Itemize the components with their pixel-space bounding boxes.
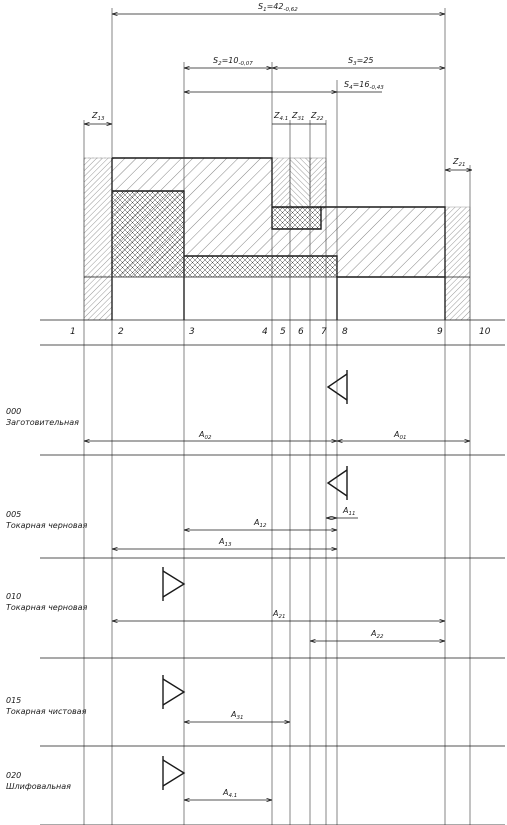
datum-symbol-000 xyxy=(326,370,348,404)
svg-text:A21: A21 xyxy=(272,609,285,620)
svg-text:005: 005 xyxy=(6,510,21,519)
part-body xyxy=(112,158,445,277)
svg-text:020: 020 xyxy=(6,771,21,780)
svg-text:Z4.1: Z4.1 xyxy=(273,111,288,122)
svg-text:A12: A12 xyxy=(253,518,267,529)
svg-text:Z13: Z13 xyxy=(91,111,105,122)
svg-text:S2=10-0,07: S2=10-0,07 xyxy=(213,56,253,67)
surface-number: 9 xyxy=(437,327,443,337)
dim-a01: A01 xyxy=(337,430,470,441)
svg-text:A01: A01 xyxy=(393,430,406,441)
dim-a12: A12 xyxy=(184,518,337,530)
operation-000: 000 Заготовительная xyxy=(6,407,79,427)
operation-020: 020 Шлифовальная xyxy=(6,771,71,791)
dim-a21: A21 xyxy=(112,609,445,621)
svg-text:Z31: Z31 xyxy=(291,111,304,122)
size-s4: S4=16-0,43 xyxy=(184,80,384,92)
svg-text:010: 010 xyxy=(6,592,21,601)
svg-text:S3=25: S3=25 xyxy=(348,56,373,67)
surface-number: 1 xyxy=(70,327,76,337)
dim-a22: A22 xyxy=(310,629,445,641)
allowance-z31: Z31 xyxy=(290,111,310,125)
operation-010: 010 Токарная черновая xyxy=(6,592,88,612)
dim-a41: A4.1 xyxy=(184,788,272,800)
dim-a11: A11 xyxy=(326,506,358,518)
svg-text:S1=42-0,62: S1=42-0,62 xyxy=(258,2,298,13)
svg-text:Токарная черновая: Токарная черновая xyxy=(6,603,88,612)
svg-text:015: 015 xyxy=(6,696,21,705)
datum-symbol-015 xyxy=(162,675,186,709)
allowance-z13: Z13 xyxy=(84,111,112,124)
datum-symbol-005 xyxy=(326,466,348,500)
surface-lines xyxy=(83,8,471,825)
operation-015: 015 Токарная чистовая xyxy=(6,696,87,716)
row-separators xyxy=(40,344,505,825)
surface-number: 4 xyxy=(262,327,268,337)
dim-a31: A31 xyxy=(184,710,290,722)
svg-text:000: 000 xyxy=(6,407,21,416)
svg-text:Токарная чистовая: Токарная чистовая xyxy=(6,707,87,716)
svg-text:Z21: Z21 xyxy=(452,157,465,168)
size-s2: S2=10-0,07 xyxy=(184,56,272,68)
dim-a02: A02 xyxy=(84,430,337,441)
cross-hatched-strip xyxy=(184,256,337,277)
cross-hatched-insert xyxy=(112,191,184,277)
svg-text:Токарная черновая: Токарная черновая xyxy=(6,521,88,530)
size-s3: S3=25 xyxy=(272,56,445,68)
svg-text:A13: A13 xyxy=(218,537,232,548)
operation-005: 005 Токарная черновая xyxy=(6,510,88,530)
cross-hatched-step xyxy=(272,207,321,229)
svg-text:Заготовительная: Заготовительная xyxy=(6,418,79,427)
svg-text:Шлифовальная: Шлифовальная xyxy=(6,782,71,791)
datum-symbol-010 xyxy=(162,567,186,601)
svg-text:S4=16-0,43: S4=16-0,43 xyxy=(344,80,384,91)
allowance-z41-zone xyxy=(271,157,291,209)
svg-text:A31: A31 xyxy=(230,710,243,721)
dim-a13: A13 xyxy=(112,537,337,549)
svg-text:A02: A02 xyxy=(198,430,212,441)
surface-numbers: 1 2 3 4 5 6 7 8 9 10 xyxy=(70,327,491,337)
surface-number: 10 xyxy=(479,327,491,337)
svg-text:Z22: Z22 xyxy=(310,111,324,122)
allowance-z22-zone xyxy=(309,157,327,209)
allowance-z13-zone xyxy=(83,157,113,321)
allowance-z21-zone xyxy=(444,206,471,321)
surface-number: 8 xyxy=(342,327,348,337)
svg-text:A4.1: A4.1 xyxy=(222,788,237,799)
allowance-z41: Z4.1 xyxy=(272,111,290,125)
allowance-z21: Z21 xyxy=(445,157,472,170)
surface-number: 3 xyxy=(189,327,195,337)
surface-number: 2 xyxy=(118,327,124,337)
surface-number: 6 xyxy=(298,327,304,337)
size-s1: S1=42-0,62 xyxy=(112,2,445,14)
allowance-z22: Z22 xyxy=(310,111,326,125)
svg-text:A11: A11 xyxy=(342,506,355,517)
part-sketch xyxy=(40,157,505,321)
datum-symbol-020 xyxy=(162,756,186,790)
svg-text:A22: A22 xyxy=(370,629,384,640)
allowance-z31-zone xyxy=(289,157,311,209)
surface-number: 7 xyxy=(321,327,327,337)
surface-number: 5 xyxy=(280,327,286,337)
